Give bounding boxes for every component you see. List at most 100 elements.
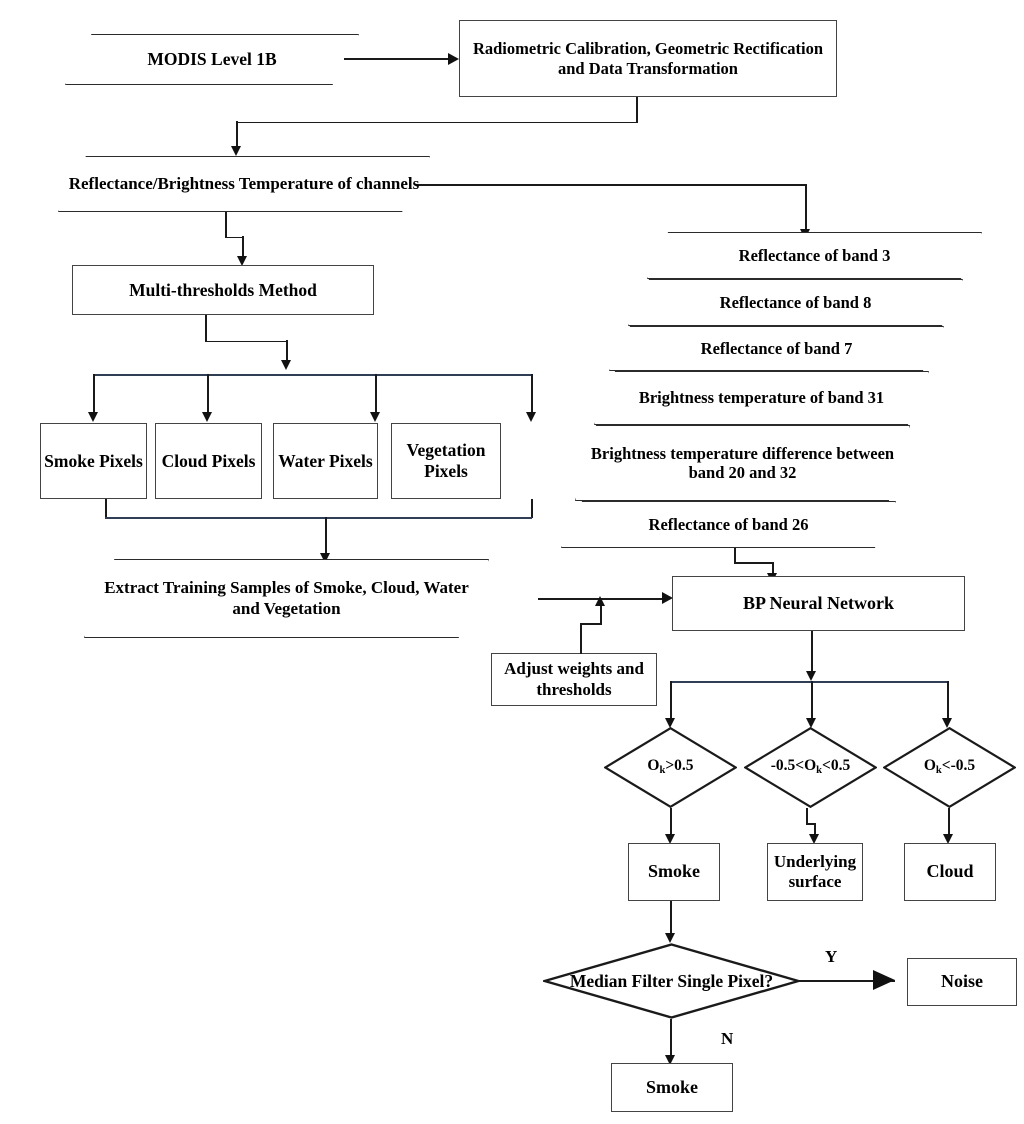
edge-reflectance-jog — [225, 236, 244, 239]
node-band-reflectance-26[interactable]: Reflectance of band 26 — [561, 501, 896, 548]
edge-label-no: N — [721, 1029, 734, 1048]
edge-okgreater-to-smoke — [670, 808, 672, 839]
ok-suffix: <0.5 — [822, 757, 851, 775]
node-label: Smoke — [645, 1076, 698, 1097]
arrowhead-down — [370, 412, 380, 422]
node-band-reflectance-3[interactable]: Reflectance of band 3 — [647, 232, 982, 279]
node-label: Radiometric Calibration, Geometric Recti… — [472, 39, 824, 78]
edge-preprocessing-left — [236, 121, 637, 124]
ok-suffix: >0.5 — [665, 757, 694, 775]
arrowhead-down — [665, 1055, 675, 1065]
arrowhead-down — [665, 718, 675, 728]
node-smoke-final[interactable]: Smoke — [611, 1063, 733, 1112]
node-label: Cloud Pixels — [161, 450, 256, 471]
arrowhead-down — [88, 412, 98, 422]
node-bp-neural-network[interactable]: BP Neural Network — [672, 576, 965, 631]
arrowhead-right — [448, 53, 459, 65]
node-extract-training-samples[interactable]: Extract Training Samples of Smoke, Cloud… — [84, 559, 489, 638]
edge-adjust-jog — [580, 623, 602, 625]
node-label: MODIS Level 1B — [147, 49, 277, 70]
ok-subscript: k — [816, 765, 823, 777]
edge-multithresh-down-b — [286, 340, 288, 362]
edge-modis-to-preprocessing — [344, 58, 450, 60]
node-band-reflectance-8[interactable]: Reflectance of band 8 — [628, 279, 963, 326]
branch-cloud — [207, 374, 209, 415]
node-vegetation-pixels[interactable]: Vegetation Pixels — [391, 423, 501, 499]
arrowhead-down — [665, 933, 675, 943]
arrowhead-down — [231, 146, 241, 156]
arrowhead-down — [806, 718, 816, 728]
arrowhead-up — [595, 596, 605, 606]
node-label: Reflectance of band 26 — [648, 514, 809, 534]
node-water-pixels[interactable]: Water Pixels — [273, 423, 378, 499]
parallelogram-shape — [647, 232, 982, 279]
arrowhead-down — [320, 553, 330, 563]
node-multi-thresholds[interactable]: Multi-thresholds Method — [72, 265, 374, 315]
node-label: Multi-thresholds Method — [129, 279, 317, 300]
ok-subscript: k — [935, 765, 942, 777]
node-label: Noise — [941, 971, 983, 992]
diamond-shape — [744, 727, 877, 808]
edge-preprocessing-to-reflectance — [236, 121, 238, 148]
decision-ok-middle[interactable]: -0.5<Ok<0.5 — [744, 727, 877, 808]
decision-label: Ok>0.5 — [613, 757, 727, 777]
decision-label: Median Filter Single Pixel? — [569, 970, 774, 991]
node-band-reflectance-7[interactable]: Reflectance of band 7 — [609, 326, 944, 371]
ok-prefix: O — [647, 757, 660, 775]
node-underlying-surface[interactable]: Underlying surface — [767, 843, 863, 901]
diamond-shape — [883, 727, 1016, 808]
edge-okmiddle-jog — [806, 823, 816, 825]
node-cloud-pixels[interactable]: Cloud Pixels — [155, 423, 262, 499]
decision-median-filter[interactable]: Median Filter Single Pixel? — [543, 943, 800, 1019]
edge-reflectance-down-a — [225, 212, 227, 238]
edge-label-yes: Y — [825, 947, 838, 966]
arrowhead-down — [665, 834, 675, 844]
edge-okmiddle-down-b — [814, 823, 816, 839]
merge-bar-pixel-classes — [105, 517, 532, 519]
arrowhead-down — [943, 834, 953, 844]
node-label: Brightness temperature difference betwee… — [590, 443, 895, 482]
node-adjust-weights[interactable]: Adjust weights and thresholds — [491, 653, 657, 706]
node-band-brightness-diff-20-32[interactable]: Brightness temperature difference betwee… — [575, 425, 910, 501]
arrowhead-down — [942, 718, 952, 728]
node-label: Cloud — [926, 861, 974, 882]
branch-ok-middle — [811, 681, 813, 721]
node-label: Extract Training Samples of Smoke, Cloud… — [104, 578, 469, 618]
arrowhead-down — [526, 412, 536, 422]
node-preprocessing[interactable]: Radiometric Calibration, Geometric Recti… — [459, 20, 837, 97]
decision-ok-greater[interactable]: Ok>0.5 — [604, 727, 737, 808]
node-reflectance-brightness[interactable]: Reflectance/Brightness Temperature of ch… — [58, 156, 430, 212]
node-label: Vegetation Pixels — [406, 440, 486, 481]
diamond-shape — [604, 727, 737, 808]
arrowhead-down — [237, 256, 247, 266]
parallelogram-shape — [575, 425, 910, 501]
node-label: Reflectance of band 3 — [738, 245, 891, 265]
parallelogram-shape — [84, 559, 489, 638]
arrowhead-down — [202, 412, 212, 422]
node-label: Reflectance of band 8 — [719, 292, 872, 312]
decision-ok-less[interactable]: Ok<-0.5 — [883, 727, 1016, 808]
node-band-brightness-31[interactable]: Brightness temperature of band 31 — [594, 371, 929, 425]
node-label: Brightness temperature of band 31 — [638, 388, 885, 408]
branch-ok-greater — [670, 681, 672, 721]
edge-adjust-up-b — [600, 604, 602, 625]
merge-smoke-down — [105, 499, 107, 518]
node-modis-level-1b[interactable]: MODIS Level 1B — [65, 34, 359, 85]
parallelogram-shape — [594, 371, 929, 425]
node-label: Adjust weights and thresholds — [504, 659, 644, 699]
node-smoke-result[interactable]: Smoke — [628, 843, 720, 901]
splitter-bar-decisions — [670, 681, 949, 683]
edge-adjust-up-a — [580, 624, 582, 654]
branch-vegetation — [531, 374, 533, 415]
parallelogram-shape — [58, 156, 430, 212]
node-noise[interactable]: Noise — [907, 958, 1017, 1006]
node-smoke-pixels[interactable]: Smoke Pixels — [40, 423, 147, 499]
merge-to-extract — [325, 517, 327, 556]
node-label: Reflectance/Brightness Temperature of ch… — [68, 173, 420, 193]
node-cloud-result[interactable]: Cloud — [904, 843, 996, 901]
ok-subscript: k — [659, 765, 666, 777]
node-label: BP Neural Network — [743, 592, 894, 613]
branch-smoke — [93, 374, 95, 415]
edge-multithresh-jog — [205, 340, 287, 343]
